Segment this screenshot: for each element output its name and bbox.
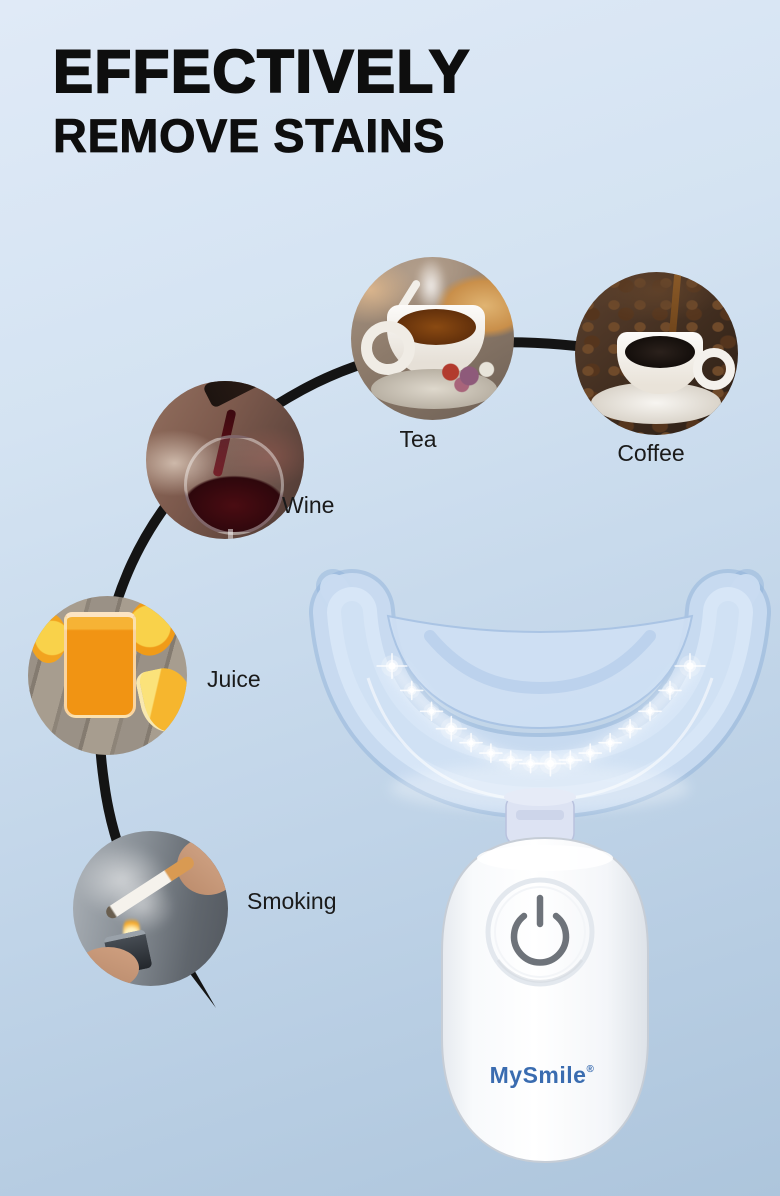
led-light	[498, 750, 523, 770]
led-light	[459, 732, 483, 753]
led-light	[658, 680, 682, 701]
brand-logo: MySmile®	[452, 1062, 632, 1089]
tray-inner-ridge	[424, 630, 656, 695]
label-coffee: Coffee	[617, 440, 685, 466]
tray-inner-shelf	[386, 614, 694, 730]
neck-top-ridge	[504, 788, 576, 806]
tea-cup-handle	[361, 321, 415, 375]
device-neck	[504, 788, 576, 846]
led-light	[598, 732, 622, 753]
photo-circle-juice	[28, 596, 187, 755]
led-light	[419, 701, 444, 722]
photo-circle-tea	[351, 257, 514, 420]
handle-body	[441, 836, 649, 1164]
headline-line1: EFFECTIVELY	[52, 38, 471, 105]
photo-circle-coffee	[575, 272, 738, 435]
headline-line2: REMOVE STAINS	[53, 109, 446, 162]
led-array	[376, 653, 706, 777]
power-button-ring[interactable]	[485, 877, 595, 987]
wine-glass	[184, 435, 284, 535]
led-light	[399, 680, 424, 701]
headline: EFFECTIVELY REMOVE STAINS	[52, 38, 471, 162]
power-button-ring-shadow	[496, 959, 584, 983]
coffee-liquid	[625, 336, 695, 368]
juice-glass	[64, 612, 136, 718]
led-light	[674, 653, 706, 679]
label-smoking: Smoking	[247, 888, 337, 914]
neck-ridge	[516, 810, 564, 820]
led-light	[376, 653, 408, 679]
led-light	[558, 750, 583, 770]
led-light	[638, 701, 662, 722]
label-juice: Juice	[207, 666, 261, 692]
label-tea: Tea	[399, 426, 437, 452]
power-button-ring-inner	[494, 886, 586, 978]
led-light	[435, 715, 467, 742]
device-handle	[441, 836, 649, 1164]
led-light	[479, 743, 503, 763]
power-icon-arc	[510, 912, 570, 966]
coffee-cup-handle	[693, 348, 735, 390]
hand-with-lighter	[77, 947, 139, 986]
led-light	[534, 750, 567, 777]
photo-circle-wine	[146, 381, 304, 539]
led-light	[618, 718, 642, 739]
orange-slice-left	[30, 613, 67, 663]
wine-glass-stem	[228, 529, 233, 539]
orange-wedge-bottom	[133, 663, 187, 737]
led-light	[578, 743, 603, 763]
photo-circle-smoking	[73, 831, 228, 986]
mouth-tray	[309, 569, 771, 820]
whitening-device	[309, 569, 771, 1164]
brand-name: MySmile	[489, 1062, 587, 1088]
label-wine: Wine	[282, 492, 335, 518]
dried-flowers	[437, 355, 499, 393]
power-icon	[510, 894, 570, 966]
registered-mark: ®	[586, 1064, 595, 1076]
handle-top-shine	[477, 845, 613, 871]
